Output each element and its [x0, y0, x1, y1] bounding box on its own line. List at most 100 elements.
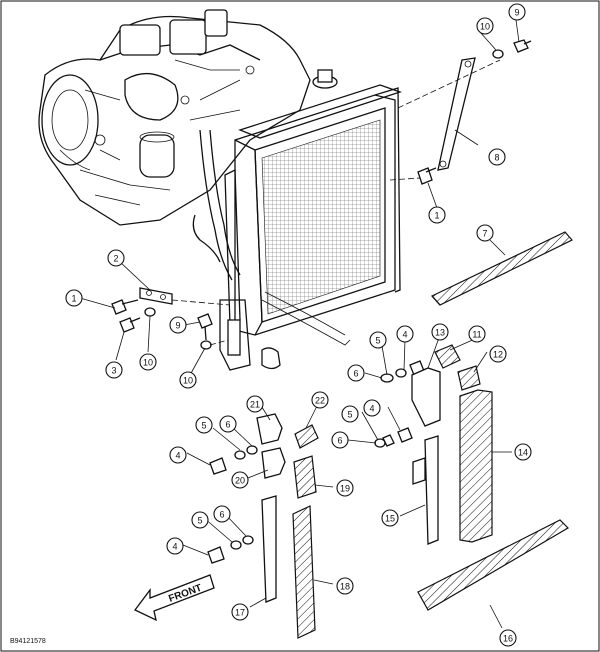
callout-6: 6 [213, 505, 231, 523]
callout-10: 10 [139, 353, 157, 371]
callout-13: 13 [431, 323, 449, 341]
callout-number: 19 [340, 484, 350, 494]
callout-18: 18 [336, 577, 354, 595]
part-11-block [434, 344, 461, 369]
callout-circle [396, 325, 414, 343]
callout-number: 5 [197, 516, 202, 526]
callout-3: 3 [105, 361, 123, 379]
callout-11: 11 [468, 325, 486, 343]
callout-number: 6 [225, 420, 230, 430]
callout-number: 16 [503, 634, 513, 644]
callout-9: 9 [508, 3, 526, 21]
callout-number: 1 [434, 211, 439, 221]
callout-circle [169, 446, 187, 464]
callout-circle [369, 331, 387, 349]
callout-6: 6 [219, 415, 237, 433]
callout-number: 22 [315, 396, 325, 406]
engine-block [38, 9, 311, 281]
callout-14: 14 [514, 443, 532, 461]
callout-circle [476, 224, 494, 242]
callout-circle [514, 443, 532, 461]
callout-number: 14 [518, 448, 528, 458]
callout-circle [179, 371, 197, 389]
callout-1: 1 [428, 206, 446, 224]
part-2-bracket [111, 287, 213, 350]
callout-5: 5 [191, 511, 209, 529]
callout-2: 2 [107, 249, 125, 267]
callout-number: 7 [482, 229, 487, 239]
callout-circle [468, 325, 486, 343]
callout-number: 3 [111, 366, 116, 376]
callout-circle [331, 431, 349, 449]
callout-4: 4 [169, 446, 187, 464]
figure-code: B94121578 [10, 638, 46, 645]
callout-10: 10 [476, 17, 494, 35]
part-7-seal [431, 231, 573, 306]
callout-12: 12 [489, 345, 507, 363]
callout-circle [347, 364, 365, 382]
callout-circle [65, 289, 83, 307]
callout-circle [191, 511, 209, 529]
callout-circle [508, 3, 526, 21]
callout-9: 9 [169, 316, 187, 334]
callout-circle [105, 361, 123, 379]
callout-number: 13 [435, 328, 445, 338]
callout-number: 5 [375, 336, 380, 346]
callout-circle [336, 479, 354, 497]
callout-circle [195, 416, 213, 434]
callout-number: 18 [340, 582, 350, 592]
callout-21: 21 [246, 395, 264, 413]
callout-number: 15 [385, 514, 395, 524]
callout-number: 4 [175, 451, 180, 461]
callout-number: 10 [480, 22, 490, 32]
callout-number: 6 [337, 436, 342, 446]
callout-number: 10 [183, 376, 193, 386]
part-19-seal [293, 455, 317, 499]
callout-circle [428, 206, 446, 224]
part-8-support-strap [437, 57, 476, 171]
callout-circle [311, 391, 329, 409]
callout-10: 10 [179, 371, 197, 389]
callout-circle [213, 505, 231, 523]
callout-20: 20 [231, 471, 249, 489]
callout-19: 19 [336, 479, 354, 497]
callout-circle [231, 603, 249, 621]
callout-7: 7 [476, 224, 494, 242]
callout-number: 6 [219, 510, 224, 520]
callout-8: 8 [488, 148, 506, 166]
callout-circle [489, 345, 507, 363]
hardware-top-right [417, 39, 532, 185]
callout-number: 17 [235, 608, 245, 618]
callout-circle [169, 316, 187, 334]
leader-lines [79, 19, 520, 629]
callout-circle [488, 148, 506, 166]
callout-4: 4 [396, 325, 414, 343]
callout-17: 17 [231, 603, 249, 621]
callout-number: 20 [235, 476, 245, 486]
callout-6: 6 [331, 431, 349, 449]
callout-circle [107, 249, 125, 267]
callout-5: 5 [195, 416, 213, 434]
part-14-seal [459, 389, 493, 543]
part-22-seal [294, 424, 319, 449]
callout-circle [341, 405, 359, 423]
callout-number: 6 [353, 369, 358, 379]
radiator-assembly [219, 69, 403, 371]
callout-15: 15 [381, 509, 399, 527]
callout-22: 22 [311, 391, 329, 409]
callout-1: 1 [65, 289, 83, 307]
lower-left-brackets [207, 413, 286, 603]
callout-6: 6 [347, 364, 365, 382]
part-18-seal [292, 505, 316, 639]
callout-number: 4 [172, 542, 177, 552]
callout-number: 10 [143, 358, 153, 368]
callout-circle [363, 399, 381, 417]
callout-circle [336, 577, 354, 595]
callout-4: 4 [363, 399, 381, 417]
callout-5: 5 [369, 331, 387, 349]
callout-number: 1 [71, 294, 76, 304]
callout-number: 2 [113, 254, 118, 264]
